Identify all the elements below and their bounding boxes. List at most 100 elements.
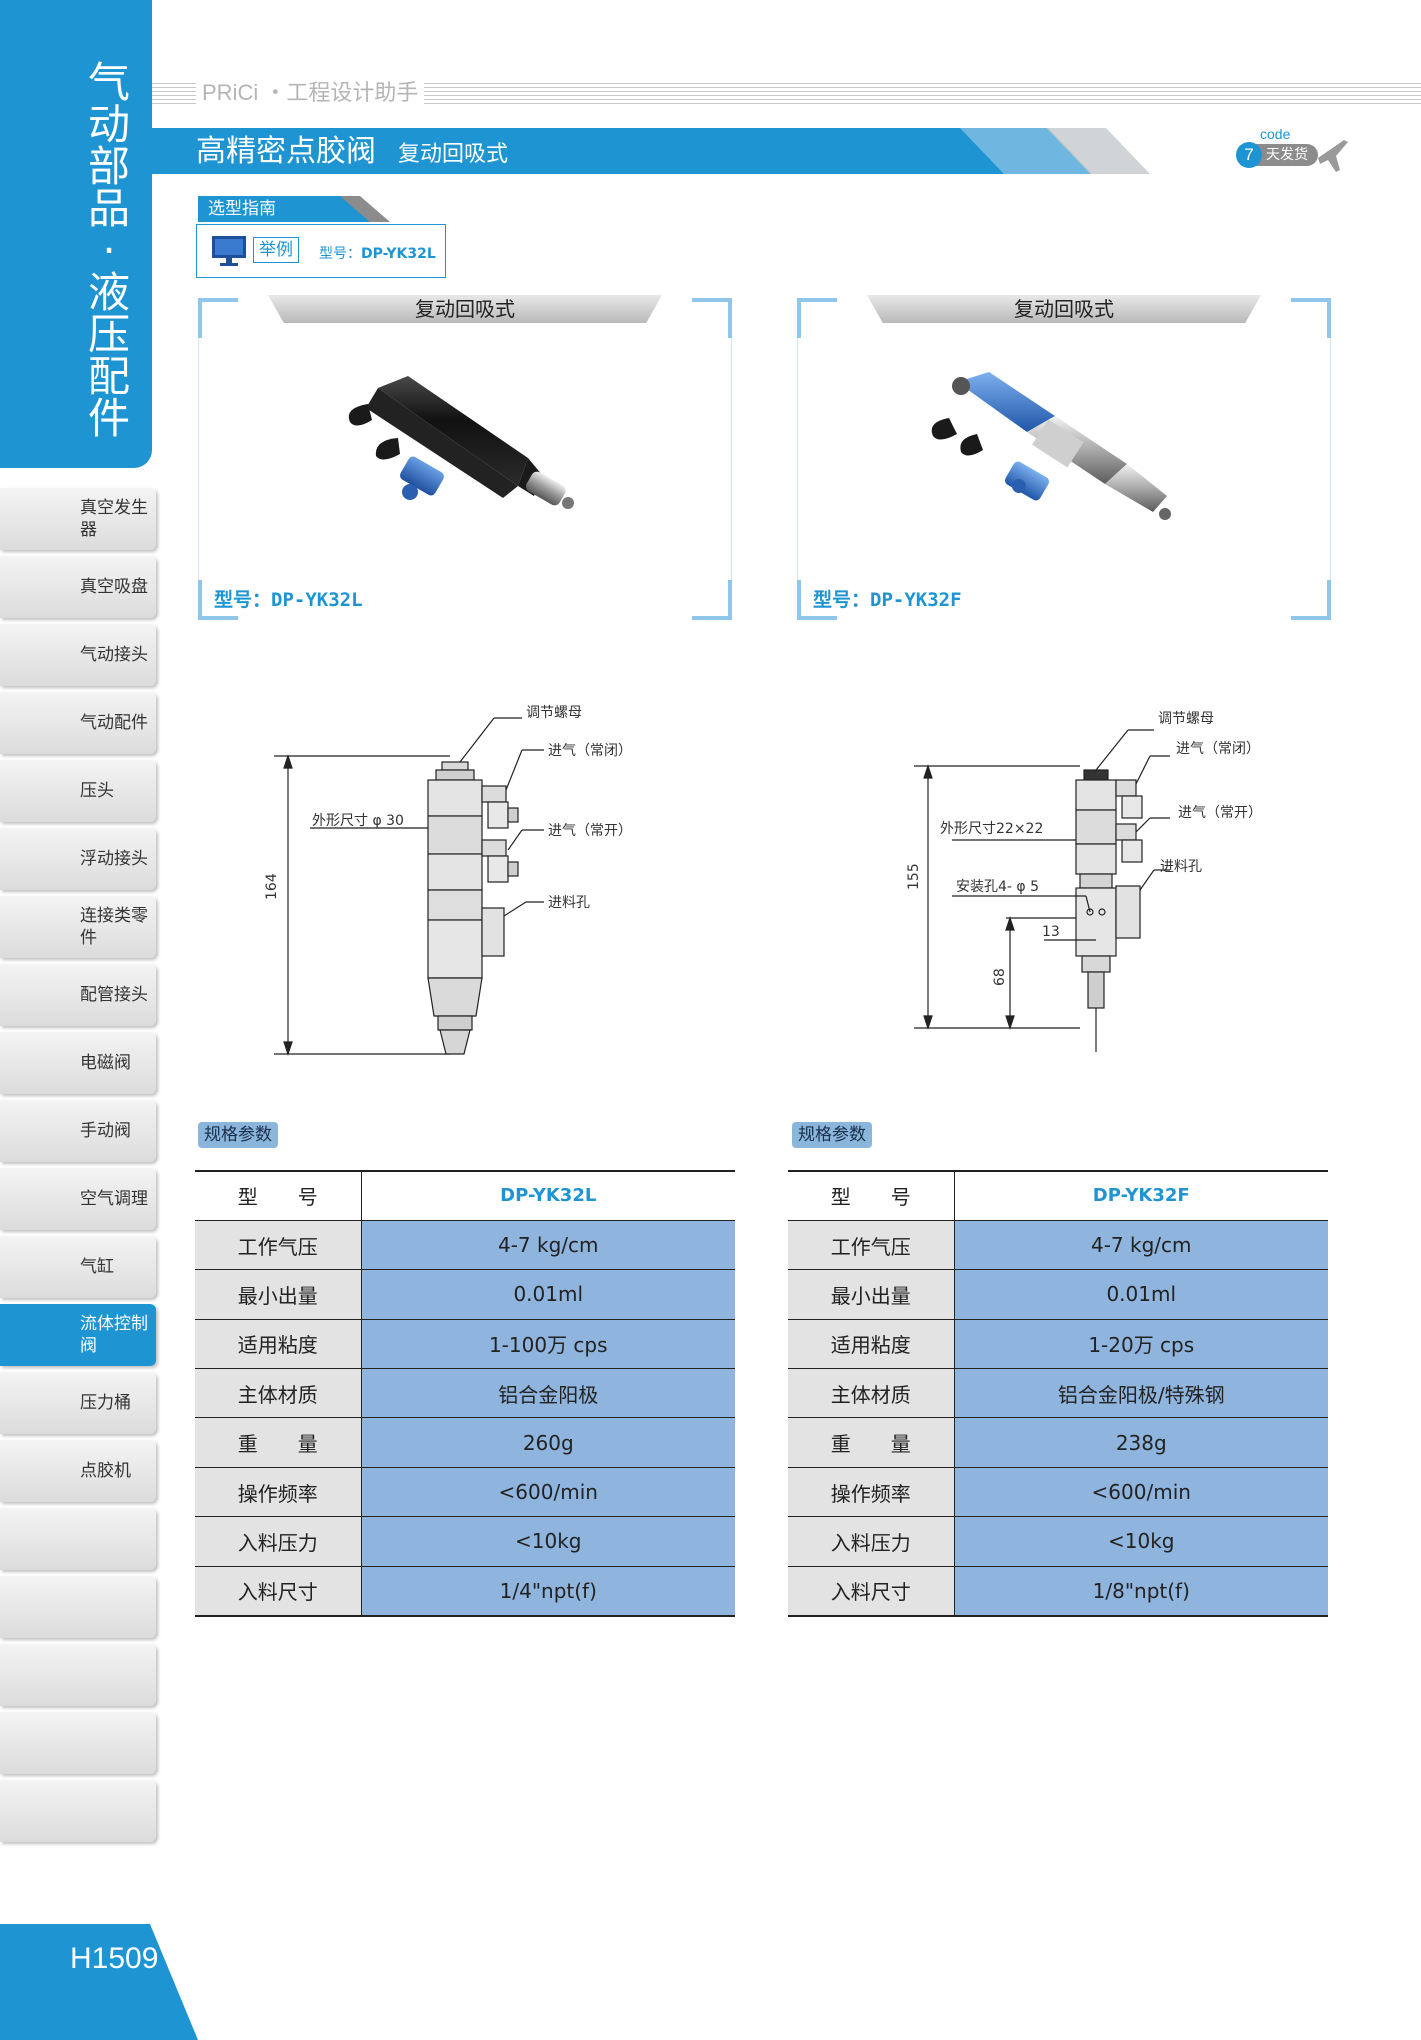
brand-name: PRiCi ・工程设计助手 [196, 80, 425, 106]
nav-item-label: 气缸 [80, 1257, 114, 1277]
example-model: 型号：DP-YK32L [319, 243, 436, 263]
spec-key: 入料压力 [195, 1516, 362, 1567]
nav-item-label: 配管接头 [80, 985, 148, 1005]
nav-item-label: 浮动接头 [80, 849, 148, 869]
nav-item-manual-valve[interactable]: 手动阀 [0, 1100, 156, 1162]
spec-value: 铝合金阳极/特殊钢 [954, 1368, 1328, 1419]
badge-text: 天发货 [1266, 147, 1308, 163]
badge-days: 7 [1236, 142, 1262, 168]
dim-height: 164 [264, 873, 280, 900]
dim-68: 68 [992, 968, 1008, 986]
nav-item-floating-joint[interactable]: 浮动接头 [0, 828, 156, 890]
product-heading: 复动回吸式 [268, 295, 662, 323]
spec-key: 最小出量 [195, 1269, 362, 1320]
nav-item-empty[interactable] [0, 1780, 156, 1842]
spec-value: 铝合金阳极 [361, 1368, 735, 1419]
monitor-icon [212, 236, 246, 266]
spec-key: 操作频率 [195, 1467, 362, 1518]
product-model-value: DP-YK32F [870, 589, 962, 611]
page-number-tab: H1509 [0, 1924, 198, 2040]
table-row: 入料压力<10kg [195, 1516, 735, 1567]
example-tag: 举例 [253, 237, 299, 263]
nav-item-pressure-tank[interactable]: 压力桶 [0, 1372, 156, 1434]
spec-value: 0.01ml [361, 1269, 735, 1320]
nav-item-empty[interactable] [0, 1508, 156, 1570]
spec-tag: 规格参数 [792, 1122, 872, 1148]
nav-item-pipe-fitting[interactable]: 配管接头 [0, 964, 156, 1026]
valve-photo-silver [931, 372, 1171, 520]
nav-item-label: 真空吸盘 [80, 577, 148, 597]
frame-corner [797, 580, 837, 620]
nav-item-empty[interactable] [0, 1712, 156, 1774]
nav-item-label: 压力桶 [80, 1393, 131, 1413]
frame-edge [198, 338, 199, 580]
airplane-icon [1318, 140, 1348, 172]
nav-item-label: 气动接头 [80, 645, 148, 665]
spec-key: 重 量 [788, 1417, 955, 1468]
spec-value: 0.01ml [954, 1269, 1328, 1320]
nav-item-pneumatic-accessory[interactable]: 气动配件 [0, 692, 156, 754]
nav-item-fluid-control-valve[interactable]: 流体控制阀 [0, 1304, 156, 1366]
spec-key: 主体材质 [195, 1368, 362, 1419]
nav-item-vacuum-cup[interactable]: 真空吸盘 [0, 556, 156, 618]
product-model-prefix: 型号： [813, 589, 871, 611]
frame-corner [1291, 580, 1331, 620]
category-banner: 气动部品·液压配件 [0, 0, 152, 468]
spec-model: DP-YK32F [954, 1171, 1328, 1221]
dimension-drawing-yk32l [274, 717, 544, 1056]
dim-height: 155 [906, 863, 922, 890]
frame-corner [198, 298, 238, 338]
nav-item-dispenser[interactable]: 点胶机 [0, 1440, 156, 1502]
guide-label: 选型指南 [208, 199, 276, 219]
nav-item-vacuum-generator[interactable]: 真空发生器 [0, 488, 156, 550]
product-card-yk32f: 复动回吸式 型号：DP-YK32F [797, 295, 1331, 620]
nav-item-air-conditioning[interactable]: 空气调理 [0, 1168, 156, 1230]
spec-value: <600/min [361, 1467, 735, 1518]
spec-value: 4-7 kg/cm [954, 1220, 1328, 1271]
nav-item-empty[interactable] [0, 1644, 156, 1706]
frame-corner [1291, 298, 1331, 338]
nav-item-label: 点胶机 [80, 1461, 131, 1481]
nav-item-connector-parts[interactable]: 连接类零件 [0, 896, 156, 958]
spec-key: 主体材质 [788, 1368, 955, 1419]
frame-corner [198, 580, 238, 620]
spec-value: 1-100万 cps [361, 1319, 735, 1370]
label-feed-hole: 进料孔 [1160, 859, 1202, 875]
nav-item-cylinder[interactable]: 气缸 [0, 1236, 156, 1298]
nav-item-label: 真空发生器 [80, 498, 148, 540]
spec-key: 入料尺寸 [195, 1566, 362, 1617]
nav-item-label: 连接类零件 [80, 906, 148, 948]
spec-key: 型 号 [195, 1171, 362, 1221]
table-row: 主体材质铝合金阳极/特殊钢 [788, 1368, 1328, 1419]
table-row: 入料压力<10kg [788, 1516, 1328, 1567]
spec-tag: 规格参数 [198, 1122, 278, 1148]
spec-value: 4-7 kg/cm [361, 1220, 735, 1271]
spec-value: <10kg [361, 1516, 735, 1567]
spec-value: 1/4"npt(f) [361, 1566, 735, 1617]
nav-item-press-head[interactable]: 压头 [0, 760, 156, 822]
spec-value: 238g [954, 1417, 1328, 1468]
nav-item-pneumatic-fitting[interactable]: 气动接头 [0, 624, 156, 686]
category-nav: 真空发生器 真空吸盘 气动接头 气动配件 压头 浮动接头 连接类零件 配管接头 … [0, 488, 156, 1848]
product-heading: 复动回吸式 [867, 295, 1261, 323]
dim-13: 13 [1042, 924, 1060, 940]
nav-item-label: 流体控制阀 [80, 1314, 148, 1356]
spec-key: 适用粘度 [788, 1319, 955, 1370]
spec-value: 1-20万 cps [954, 1319, 1328, 1370]
nav-item-empty[interactable] [0, 1576, 156, 1638]
nav-item-label: 压头 [80, 781, 114, 801]
label-air-in-closed: 进气（常闭） [548, 743, 632, 759]
nav-item-solenoid-valve[interactable]: 电磁阀 [0, 1032, 156, 1094]
title-bar [152, 128, 1092, 174]
